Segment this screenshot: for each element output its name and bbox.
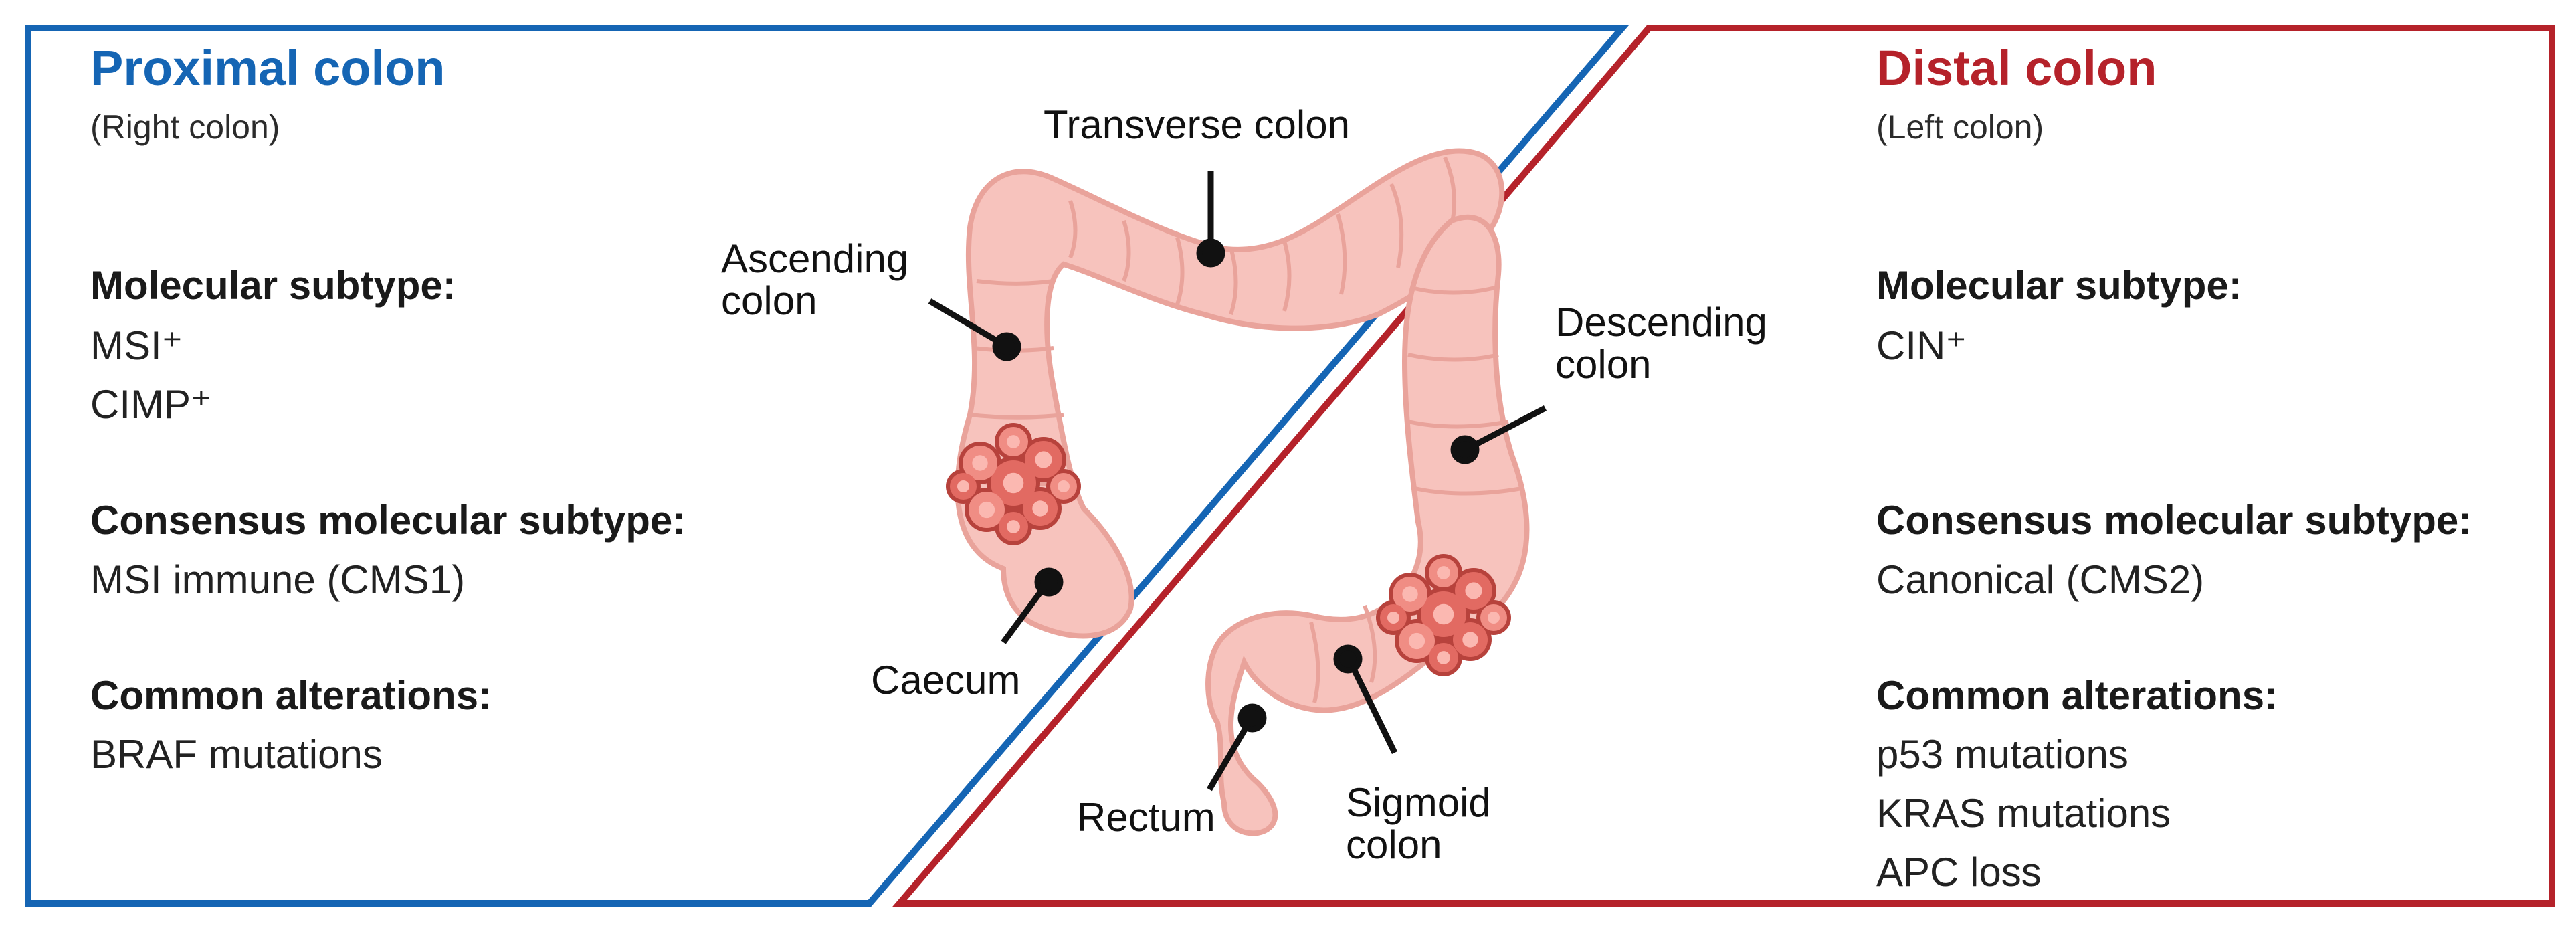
- descending-colon-label-line: Descending: [1555, 300, 1767, 345]
- distal-cms-value: Canonical (CMS2): [1876, 557, 2205, 602]
- distal-molecular-heading: Molecular subtype:: [1876, 263, 2242, 308]
- tumor-nodule-highlight: [1007, 435, 1020, 448]
- tumor-nodule-highlight: [1408, 632, 1425, 650]
- ascending-colon-label-line: Ascending: [721, 236, 909, 281]
- proximal-subtitle: (Right colon): [90, 108, 280, 146]
- proximal-molecular-item: CIMP⁺: [90, 382, 212, 427]
- tumor-nodule-highlight: [1387, 612, 1399, 624]
- colon-haustra-distal: [1309, 286, 1522, 703]
- tumor-nodule-highlight: [1462, 632, 1478, 648]
- ascending-colon-label: Ascending colon: [721, 238, 908, 322]
- rectum-label: Rectum: [1077, 795, 1215, 840]
- tumor-nodule-highlight: [978, 501, 995, 519]
- sigmoid-colon-label-line: Sigmoid: [1346, 780, 1491, 825]
- distal-subtitle: (Left colon): [1876, 108, 2044, 146]
- tumor-nodule-highlight: [1437, 651, 1450, 664]
- proximal-molecular-heading: Molecular subtype:: [90, 263, 456, 308]
- tumor-nodule-highlight: [1433, 603, 1454, 625]
- transverse-colon-label: Transverse colon: [1044, 102, 1350, 147]
- proximal-title: Proximal colon: [90, 40, 445, 96]
- descending-sigmoid-colon: [1205, 214, 1530, 836]
- tumor-nodule-highlight: [1402, 586, 1418, 602]
- distal-alteration-item: APC loss: [1876, 850, 2042, 895]
- distal-molecular-item: CIN⁺: [1876, 323, 1967, 368]
- tumor-nodule-highlight: [1437, 566, 1450, 579]
- proximal-panel-border: [25, 25, 1629, 907]
- tumor-nodule-highlight: [1003, 472, 1024, 494]
- distal-tumor: [1376, 554, 1511, 676]
- tumor-nodule-highlight: [1032, 500, 1048, 517]
- tumor-nodule-highlight: [1035, 451, 1052, 468]
- proximal-cms-heading: Consensus molecular subtype:: [90, 498, 686, 543]
- proximal-cms-value: MSI immune (CMS1): [90, 557, 466, 602]
- proximal-tumor: [946, 423, 1081, 545]
- colon-haustra: [969, 156, 1457, 486]
- tumor-nodule-highlight: [1058, 480, 1070, 492]
- sigmoid-colon-label: Sigmoid colon: [1346, 781, 1491, 866]
- ascending-colon-label-line: colon: [721, 278, 817, 323]
- tumor-nodule-highlight: [957, 480, 969, 492]
- distal-panel-border: [892, 25, 2555, 907]
- sigmoid-colon-label-line: colon: [1346, 822, 1442, 867]
- colon-illustration: [955, 148, 1530, 836]
- distal-alteration-item: p53 mutations: [1876, 732, 2128, 777]
- distal-cms-heading: Consensus molecular subtype:: [1876, 498, 2472, 543]
- descending-colon-label-line: colon: [1555, 342, 1652, 387]
- descending-colon-label: Descending colon: [1555, 301, 1767, 385]
- tumor-nodule-highlight: [1465, 582, 1482, 599]
- caecum-label: Caecum: [871, 658, 1021, 703]
- distal-alteration-item: KRAS mutations: [1876, 791, 2171, 836]
- tumor-nodule-highlight: [972, 455, 988, 471]
- label-leader-lines: [928, 171, 1547, 792]
- tumor-nodule-highlight: [1488, 612, 1500, 624]
- distal-title: Distal colon: [1876, 40, 2157, 96]
- proximal-alterations-heading: Common alterations:: [90, 673, 492, 718]
- distal-alterations-heading: Common alterations:: [1876, 673, 2278, 718]
- proximal-molecular-item: MSI⁺: [90, 323, 183, 368]
- proximal-alteration-item: BRAF mutations: [90, 732, 383, 777]
- tumor-nodule-highlight: [1007, 520, 1020, 533]
